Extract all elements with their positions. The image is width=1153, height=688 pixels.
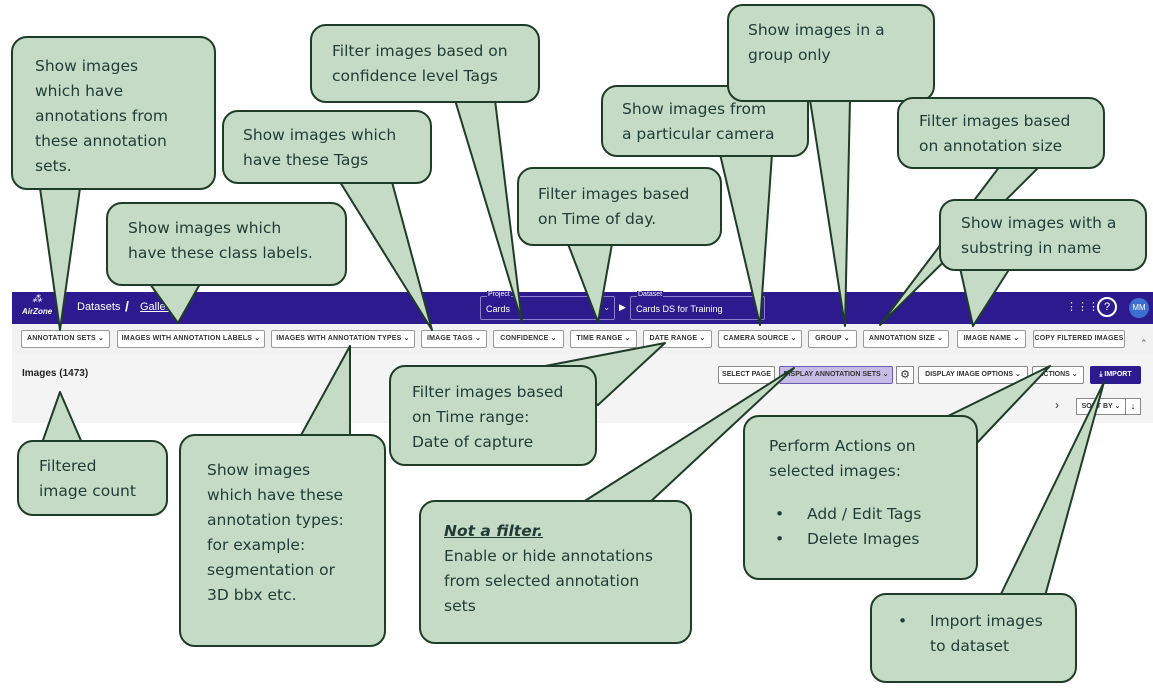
callout-date-range: Filter images based on Time range: Date … [389,365,597,466]
callout-time-of-day: Filter images based on Time of day. [517,167,722,246]
avatar[interactable]: MM [1129,298,1149,318]
callout-confidence: Filter images based on confidence level … [310,24,540,103]
tail-class-labels [149,283,201,324]
dataset-select[interactable]: Dataset Cards DS for Training [630,291,765,320]
display-image-options-button[interactable]: DISPLAY IMAGE OPTIONS ⌄ [918,366,1028,384]
filter-annotation-sets[interactable]: ANNOTATION SETS ⌄ [21,330,110,348]
callout-group: Show images in a group only [727,4,935,102]
logo-mark-icon: ⁂ [32,294,42,305]
copy-filtered-images-button[interactable]: COPY FILTERED IMAGES [1033,330,1125,348]
image-count: Images (1473) [22,368,89,379]
select-page-button[interactable]: SELECT PAGE [718,366,775,384]
tail-import [999,381,1105,597]
caret-right-icon: ▶ [619,302,626,312]
tail-camera [719,153,773,326]
callout-image-count: Filtered image count [17,440,168,516]
tail-time-of-day [567,243,613,323]
dataset-select-label: Dataset [637,291,664,298]
chevron-down-icon: ⌄ [603,303,610,312]
callout-not-a-filter: Not a filter. Enable or hide annotations… [419,500,692,644]
filter-group[interactable]: GROUP ⌄ [808,330,857,348]
tail-tags [339,181,433,331]
project-select-label: Project [487,291,511,298]
tail-annotation-sets [39,187,81,331]
apps-grid-icon[interactable]: ⋮⋮⋮ [1066,301,1099,313]
tail-annotation-types [299,345,351,438]
callout-annotation-size: Filter images based on annotation size [897,97,1105,169]
airzone-logo[interactable]: ⁂ AirZone [22,294,56,320]
callout-actions: Perform Actions on selected images: Add … [743,415,978,580]
logo-text: AirZone [22,307,53,316]
filter-confidence[interactable]: CONFIDENCE ⌄ [493,330,564,348]
callout-class-labels: Show images which have these class label… [106,202,347,286]
top-navigation-bar: ⁂ AirZone Datasets / Galle... Project Ca… [12,291,1153,324]
callout-import: Import images to dataset [870,593,1077,683]
project-select-value: Cards [486,304,511,314]
filter-annotation-size[interactable]: ANNOTATION SIZE ⌄ [863,330,949,348]
filter-image-name[interactable]: IMAGE NAME ⌄ [957,330,1026,348]
tail-confidence [454,99,523,323]
filter-bar: ANNOTATION SETS ⌄ IMAGES WITH ANNOTATION… [12,324,1153,354]
help-icon[interactable]: ? [1097,297,1117,317]
callout-annotation-sets: Show images which have annotations from … [11,36,216,190]
collapse-caret-icon[interactable]: ⌃ [1140,338,1148,348]
import-button[interactable]: ⤓ IMPORT [1090,366,1141,384]
breadcrumb-datasets[interactable]: Datasets [77,301,121,313]
tail-image-count [41,391,83,444]
sort-direction-button[interactable]: ↓ [1125,398,1141,415]
display-annotation-sets-button[interactable]: DISPLAY ANNOTATION SETS ⌄ [779,366,893,384]
tail-image-name [959,267,1011,327]
callout-tags: Show images which have these Tags [222,110,432,184]
dataset-select-value: Cards DS for Training [636,304,723,314]
filter-image-tags[interactable]: IMAGE TAGS ⌄ [421,330,487,348]
filter-annotation-types[interactable]: IMAGES WITH ANNOTATION TYPES ⌄ [271,330,415,348]
filter-annotation-labels[interactable]: IMAGES WITH ANNOTATION LABELS ⌄ [117,330,265,348]
tail-group [809,99,851,327]
filter-camera-source[interactable]: CAMERA SOURCE ⌄ [718,330,802,348]
gear-icon[interactable]: ⚙ [896,366,914,384]
next-page-icon[interactable]: › [1055,398,1059,412]
callout-image-name: Show images with a substring in name [939,199,1147,271]
callout-annotation-types: Show images which have these annotation … [179,434,386,647]
callout-camera: Show images from a particular camera [601,85,809,157]
breadcrumb-separator: / [125,298,129,314]
filter-time-range[interactable]: TIME RANGE ⌄ [570,330,637,348]
project-select[interactable]: Project Cards ⌄ [480,291,615,320]
